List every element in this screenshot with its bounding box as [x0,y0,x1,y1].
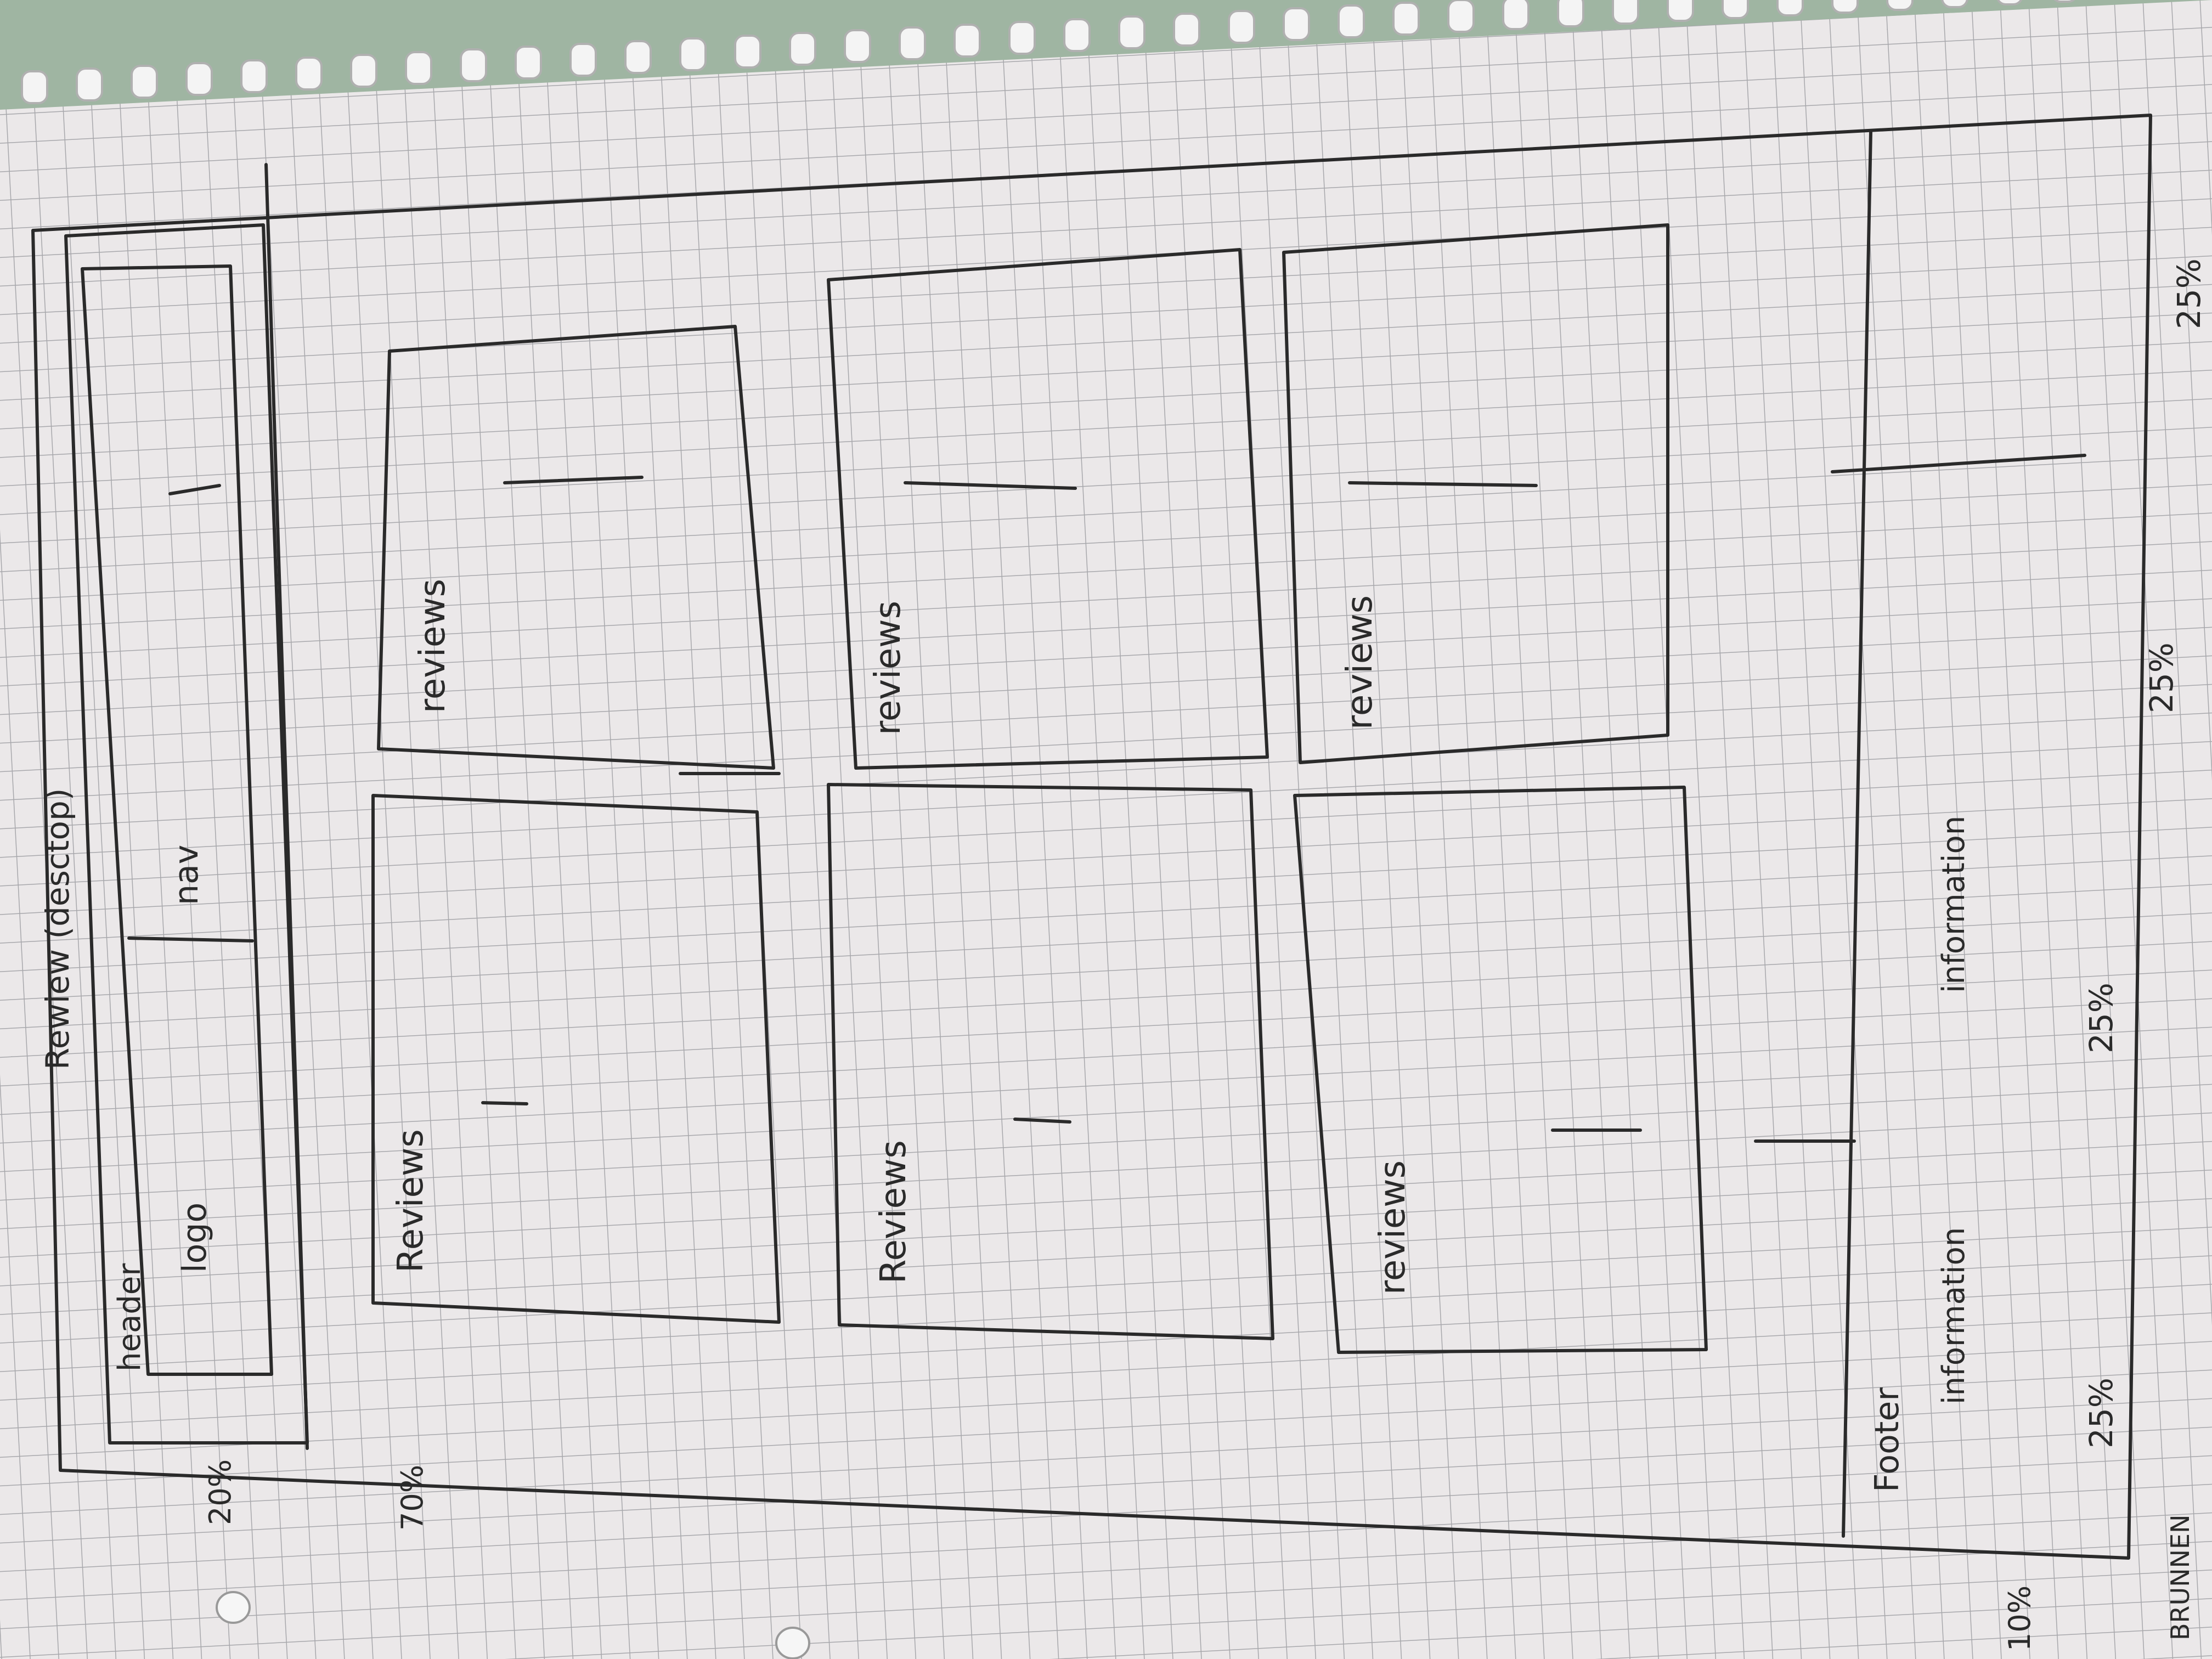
spiral-ring [734,35,761,69]
nav-label: nav [167,845,206,905]
spiral-ring [789,32,816,66]
spiral-ring [405,51,432,85]
review-card-label: reviews [413,579,453,713]
spiral-ring [295,57,323,91]
spiral-ring [1722,0,1749,19]
footer-info-right: information [1936,816,1972,993]
footer-info-left: information [1936,1227,1972,1404]
footer-height-label: 10% [2002,1585,2037,1651]
header-main-divider [264,163,309,1450]
spiral-ring [569,43,597,77]
spiral-binding [21,0,2075,104]
spiral-ring [1008,21,1036,55]
logo-nav-divider [127,936,254,943]
spiral-ring [460,48,487,82]
spiral-ring [1283,7,1310,41]
spiral-ring [21,70,48,104]
review-card-frame [1282,223,1669,764]
footer-column-width: 25% [2083,1378,2120,1448]
footer-column-width: 25% [2170,258,2208,329]
spiral-ring [899,26,926,60]
spiral-ring [1941,0,1968,8]
spiral-ring [1776,0,1804,16]
header-label: header [112,1263,148,1372]
tick-mark [503,476,644,484]
spiral-ring [240,59,268,93]
tick-mark [1348,481,1538,487]
tick-mark [1831,454,2086,473]
sketch-title: Rewiew (desctop) [39,788,76,1070]
wireframe-outer-frame [31,114,2152,1560]
spiral-ring [1063,18,1091,52]
spiral-ring [76,67,103,101]
brand-mark: BRUNNEN [2165,1515,2195,1640]
review-card-label: Reviews [873,1140,914,1284]
main-height-label: 70% [395,1465,430,1531]
review-card-frame [1293,786,1708,1354]
tick-mark [168,484,221,495]
spiral-ring [1667,0,1694,22]
footer-column-width: 25% [2143,642,2180,713]
logo-box [81,264,273,1376]
spiral-ring [1557,0,1584,27]
spiral-ring [1392,2,1420,36]
spiral-ring [1996,0,2023,5]
punch-hole [216,1591,251,1624]
main-footer-divider [1842,130,1872,1538]
punch-hole [775,1627,810,1659]
review-card-frame [371,794,781,1324]
tick-mark [904,481,1077,490]
tick-mark [1013,1118,1071,1124]
review-card-frame [827,783,1274,1340]
spiral-ring [2053,0,2075,3]
spiral-ring [844,29,871,63]
logo-label: logo [176,1203,214,1273]
spiral-ring [1831,0,1859,14]
spiral-ring [131,65,158,99]
spiral-ring [515,46,542,80]
spiral-ring [350,54,377,88]
spiral-ring [185,62,213,96]
spiral-ring [1612,0,1639,25]
spiral-ring [1502,0,1530,30]
footer-label: Footer [1868,1387,1906,1492]
tick-mark [481,1101,528,1105]
spiral-ring [679,37,707,71]
review-card-label: reviews [868,601,909,735]
spiral-ring [1228,10,1255,44]
spiral-ring [1173,13,1200,47]
spiral-ring [953,24,981,58]
header-height-label: 20% [203,1459,238,1525]
review-card-label: Reviews [391,1129,431,1273]
review-card-label: reviews [1373,1160,1413,1295]
spiral-ring [1338,4,1365,38]
spiral-ring [624,40,652,74]
spiral-ring [1886,0,1914,11]
review-card-frame [827,248,1269,770]
review-card-label: reviews [1340,595,1380,730]
spiral-ring [1118,15,1146,49]
review-card-frame [377,325,775,770]
footer-column-width: 25% [2083,983,2120,1053]
spiral-ring [1447,0,1475,33]
